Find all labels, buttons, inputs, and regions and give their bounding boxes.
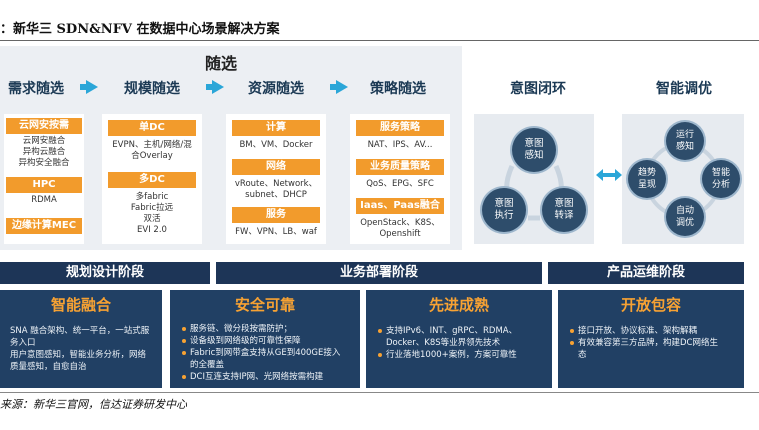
intent-loop-panel: 意图 感知 意图 执行 意图 转译 xyxy=(474,114,594,244)
phase-deployment: 业务部署阶段 xyxy=(216,262,542,284)
phase-operation: 产品运维阶段 xyxy=(548,262,744,284)
tuning-node-run-sense: 运行 感知 xyxy=(666,122,704,160)
intent-node-execute: 意图 执行 xyxy=(482,188,526,232)
card-line: Docker、K8S等业界领先技术 xyxy=(386,338,501,348)
scale-line: 合Overlay xyxy=(131,151,173,161)
bullet-icon xyxy=(378,328,382,333)
phase-divider xyxy=(210,262,216,284)
intent-node-translate: 意图 转译 xyxy=(542,188,586,232)
figure-title: ：新华三 SDN&NFV 在数据中心场景解决方案 xyxy=(0,22,280,37)
policy-line: NAT、IPS、AV... xyxy=(367,140,433,150)
card-title: 先进成熟 xyxy=(428,296,489,314)
card-title: 安全可靠 xyxy=(234,296,295,314)
title-divider xyxy=(0,40,759,41)
bullet-icon xyxy=(182,374,186,379)
card-line: 的全覆盖 xyxy=(190,360,225,370)
resource-column: 计算 BM、VM、Docker 网络 vRoute、Network、 subne… xyxy=(226,114,326,244)
resource-line: BM、VM、Docker xyxy=(239,140,313,150)
demand-tag-cloud: 云网安按需 xyxy=(6,118,82,134)
tuning-node-auto-tune: 自动 调优 xyxy=(666,198,704,236)
policy-tag-service: 服务策略 xyxy=(356,120,444,136)
card-advanced-mature: 先进成熟 支持IPv6、INT、gRPC、RDMA、 Docker、K8S等业界… xyxy=(366,290,552,388)
scale-tag-multi-dc: 多DC xyxy=(108,172,196,188)
tuning-node-trend: 趋势 呈现 xyxy=(628,160,666,198)
smart-tuning-panel: 运行 感知 趋势 呈现 智能 分析 自动 调优 xyxy=(622,114,744,244)
card-line: SNA 融合架构、统一平台，一站式服 xyxy=(10,326,150,336)
resource-line: subnet、DHCP xyxy=(245,190,307,200)
bullet-icon xyxy=(182,326,186,331)
resource-tag-service: 服务 xyxy=(232,207,320,223)
stage-arrow-1 xyxy=(80,80,98,94)
source-note: 来源：新华三官网，信达证券研发中心 xyxy=(0,398,187,411)
resource-tag-network: 网络 xyxy=(232,159,320,175)
card-title: 智能融合 xyxy=(50,296,111,314)
card-line: 行业落地1000+案例，方案可靠性 xyxy=(386,350,517,360)
scale-line: 多fabric xyxy=(135,192,169,202)
policy-line: Openshift xyxy=(379,229,421,239)
bullet-icon xyxy=(182,350,186,355)
double-arrow-icon xyxy=(596,169,622,181)
demand-line: 云网安融合 xyxy=(22,136,66,146)
demand-tag-mec: 边缘计算MEC xyxy=(6,218,82,234)
card-line: 设备级到网络级的可靠性保障 xyxy=(190,336,301,346)
card-line: 用户意图感知，智能业务分析，网络 xyxy=(10,350,147,360)
policy-line: QoS、EPG、SFC xyxy=(366,179,434,189)
phase-bar: 规划设计阶段 业务部署阶段 产品运维阶段 xyxy=(0,262,744,284)
scale-line: 双活 xyxy=(143,214,161,224)
bullet-icon xyxy=(570,328,574,333)
demand-line: 异构安全融合 xyxy=(18,158,70,168)
card-line: 支持IPv6、INT、gRPC、RDMA、 xyxy=(386,326,518,336)
card-smart-fusion: 智能融合 SNA 融合架构、统一平台，一站式服 务入口 用户意图感知，智能业务分… xyxy=(0,290,162,388)
stage-arrow-3 xyxy=(330,80,348,94)
tuning-node-analysis: 智能 分析 xyxy=(702,160,740,198)
scale-tag-single-dc: 单DC xyxy=(108,120,196,136)
policy-column: 服务策略 NAT、IPS、AV... 业务质量策略 QoS、EPG、SFC Ia… xyxy=(350,114,450,244)
phase-divider xyxy=(542,262,548,284)
intent-loop-title: 意图闭环 xyxy=(510,81,566,97)
demand-line: RDMA xyxy=(31,195,57,205)
demand-line: 异构云融合 xyxy=(22,147,66,157)
stage-scale: 规模随选 xyxy=(124,81,180,97)
card-line: 接口开放、协议标准、架构解耦 xyxy=(578,326,698,336)
card-line: Fabric到网带盒支持从GE到400GE接入 xyxy=(190,348,341,358)
resource-line: vRoute、Network、 xyxy=(234,179,318,189)
phase-planning: 规划设计阶段 xyxy=(0,262,210,284)
bullet-icon xyxy=(182,338,186,343)
card-open-inclusive: 开放包容 接口开放、协议标准、架构解耦 有效兼容第三方品牌，构建DC网络生 态 xyxy=(558,290,744,388)
intent-node-sense: 意图 感知 xyxy=(512,128,556,172)
resource-line: FW、VPN、LB、waf xyxy=(235,227,317,237)
resource-tag-compute: 计算 xyxy=(232,120,320,136)
scale-line: EVI 2.0 xyxy=(137,225,167,235)
card-title: 开放包容 xyxy=(620,296,681,314)
bullet-icon xyxy=(570,340,574,345)
stage-demand: 需求随选 xyxy=(8,81,64,97)
scale-line: EVPN、主机/网络/混 xyxy=(112,140,192,150)
card-line: 务入口 xyxy=(10,338,36,348)
demand-tag-hpc: HPC xyxy=(6,177,82,193)
card-secure-reliable: 安全可靠 服务链、微分段按需防护； 设备级到网络级的可靠性保障 Fabric到网… xyxy=(170,290,360,388)
stage-arrow-2 xyxy=(206,80,224,94)
stage-policy: 策略随选 xyxy=(370,81,426,97)
card-line: 服务链、微分段按需防护； xyxy=(190,324,293,334)
scale-line: Fabric拉远 xyxy=(130,203,174,213)
source-divider xyxy=(0,392,759,393)
smart-tuning-title: 智能调优 xyxy=(656,81,712,97)
bullet-icon xyxy=(378,352,382,357)
policy-line: OpenStack、K8S、 xyxy=(360,218,440,228)
stage-resource: 资源随选 xyxy=(248,81,304,97)
card-line: 态 xyxy=(578,350,587,360)
demand-column: 云网安按需 云网安融合 异构云融合 异构安全融合 HPC RDMA 边缘计算ME… xyxy=(4,114,84,244)
policy-tag-quality: 业务质量策略 xyxy=(356,159,444,175)
policy-tag-iaas-paas: Iaas、Paas融合 xyxy=(356,198,444,214)
on-demand-header: 随选 xyxy=(205,54,238,73)
card-line: 质量感知，自愈自治 xyxy=(10,362,87,372)
card-line: 有效兼容第三方品牌，构建DC网络生 xyxy=(578,338,718,348)
scale-column: 单DC EVPN、主机/网络/混 合Overlay 多DC 多fabric Fa… xyxy=(102,114,202,244)
card-line: DCI互连支持IP网、光网络按需构建 xyxy=(190,372,324,382)
